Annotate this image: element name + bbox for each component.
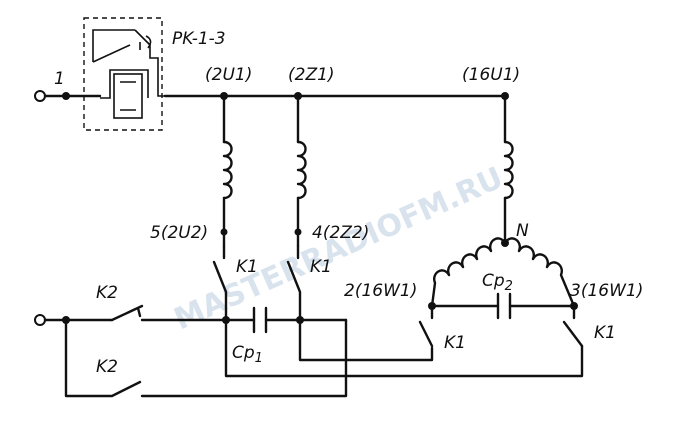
relay-label: PK-1-3 [172, 29, 226, 49]
k2-switch-b [64, 318, 348, 398]
k1-contact-b [286, 244, 302, 322]
cp2-label: Cp2 [482, 271, 513, 294]
terminal-1-label: 1 [54, 69, 65, 89]
k1-contacts-lower: K1 K1 [418, 304, 616, 353]
relay-contact [92, 29, 151, 62]
k1-c-label: K1 [444, 333, 466, 353]
relay-coil-frame [100, 69, 149, 99]
capacitor-plates [496, 292, 512, 320]
node-2-label: 2(16W1) [344, 281, 417, 301]
relay-enclosure [83, 17, 163, 131]
k2-b-label: K2 [96, 357, 118, 377]
node-16u1-label: (16U1) [462, 65, 520, 85]
k2-a-label: K2 [96, 283, 118, 303]
coil-2u [222, 140, 233, 200]
top-bus: 1 (2U1) (2Z1) (16U1) [34, 65, 520, 102]
node-n-label: N [516, 221, 529, 241]
relay-coil-core [120, 81, 136, 111]
capacitor-cp2: Cp2 [430, 271, 576, 320]
relay-pk13: PK-1-3 [83, 17, 226, 131]
k1-a-label: K1 [236, 257, 258, 277]
k1-contact-a [212, 244, 228, 322]
winding-2u: 5(2U2) [150, 94, 233, 248]
k1-d-label: K1 [594, 323, 616, 343]
winding-16u: N [501, 94, 529, 247]
watermark-text: MASTERRADIOFM.RU [169, 161, 508, 338]
capacitor-plates [252, 306, 268, 334]
node-2u1-label: (2U1) [205, 65, 252, 85]
coil-16u [503, 140, 514, 200]
junction-dot [294, 228, 302, 236]
star-windings: 2(16W1) 3(16W1) [344, 237, 643, 310]
cp1-label: Cp1 [232, 343, 263, 366]
k1-contact-c [418, 304, 434, 348]
junction-dot [220, 228, 228, 236]
capacitor-cp1: Cp1 [222, 306, 584, 378]
coil-16w-right [503, 237, 576, 308]
wire-to-k1-c [298, 318, 434, 362]
junction-dot [62, 92, 70, 100]
node-2z1-label: (2Z1) [288, 65, 335, 85]
relay-coil [113, 73, 143, 119]
relay-internal-lead [149, 45, 165, 97]
wire-to-k1-d [224, 318, 584, 378]
node-5-label: 5(2U2) [150, 223, 208, 243]
k1-b-label: K1 [310, 257, 332, 277]
node-4-label: 4(2Z2) [312, 223, 369, 243]
coil-16w-left [430, 237, 507, 308]
winding-2z: 4(2Z2) [294, 94, 369, 248]
k1-contact-d [562, 304, 584, 348]
terminal-2 [34, 314, 46, 326]
k2-switch-a [110, 304, 228, 322]
relay-contact-arm [92, 44, 131, 63]
terminal-1 [34, 90, 46, 102]
coil-2z [296, 140, 307, 200]
node-3-label: 3(16W1) [570, 281, 643, 301]
lower-supply: K2 K2 [34, 283, 348, 398]
k1-contacts-upper: K1 K1 [212, 244, 332, 322]
relay-contact-spring [139, 35, 152, 50]
